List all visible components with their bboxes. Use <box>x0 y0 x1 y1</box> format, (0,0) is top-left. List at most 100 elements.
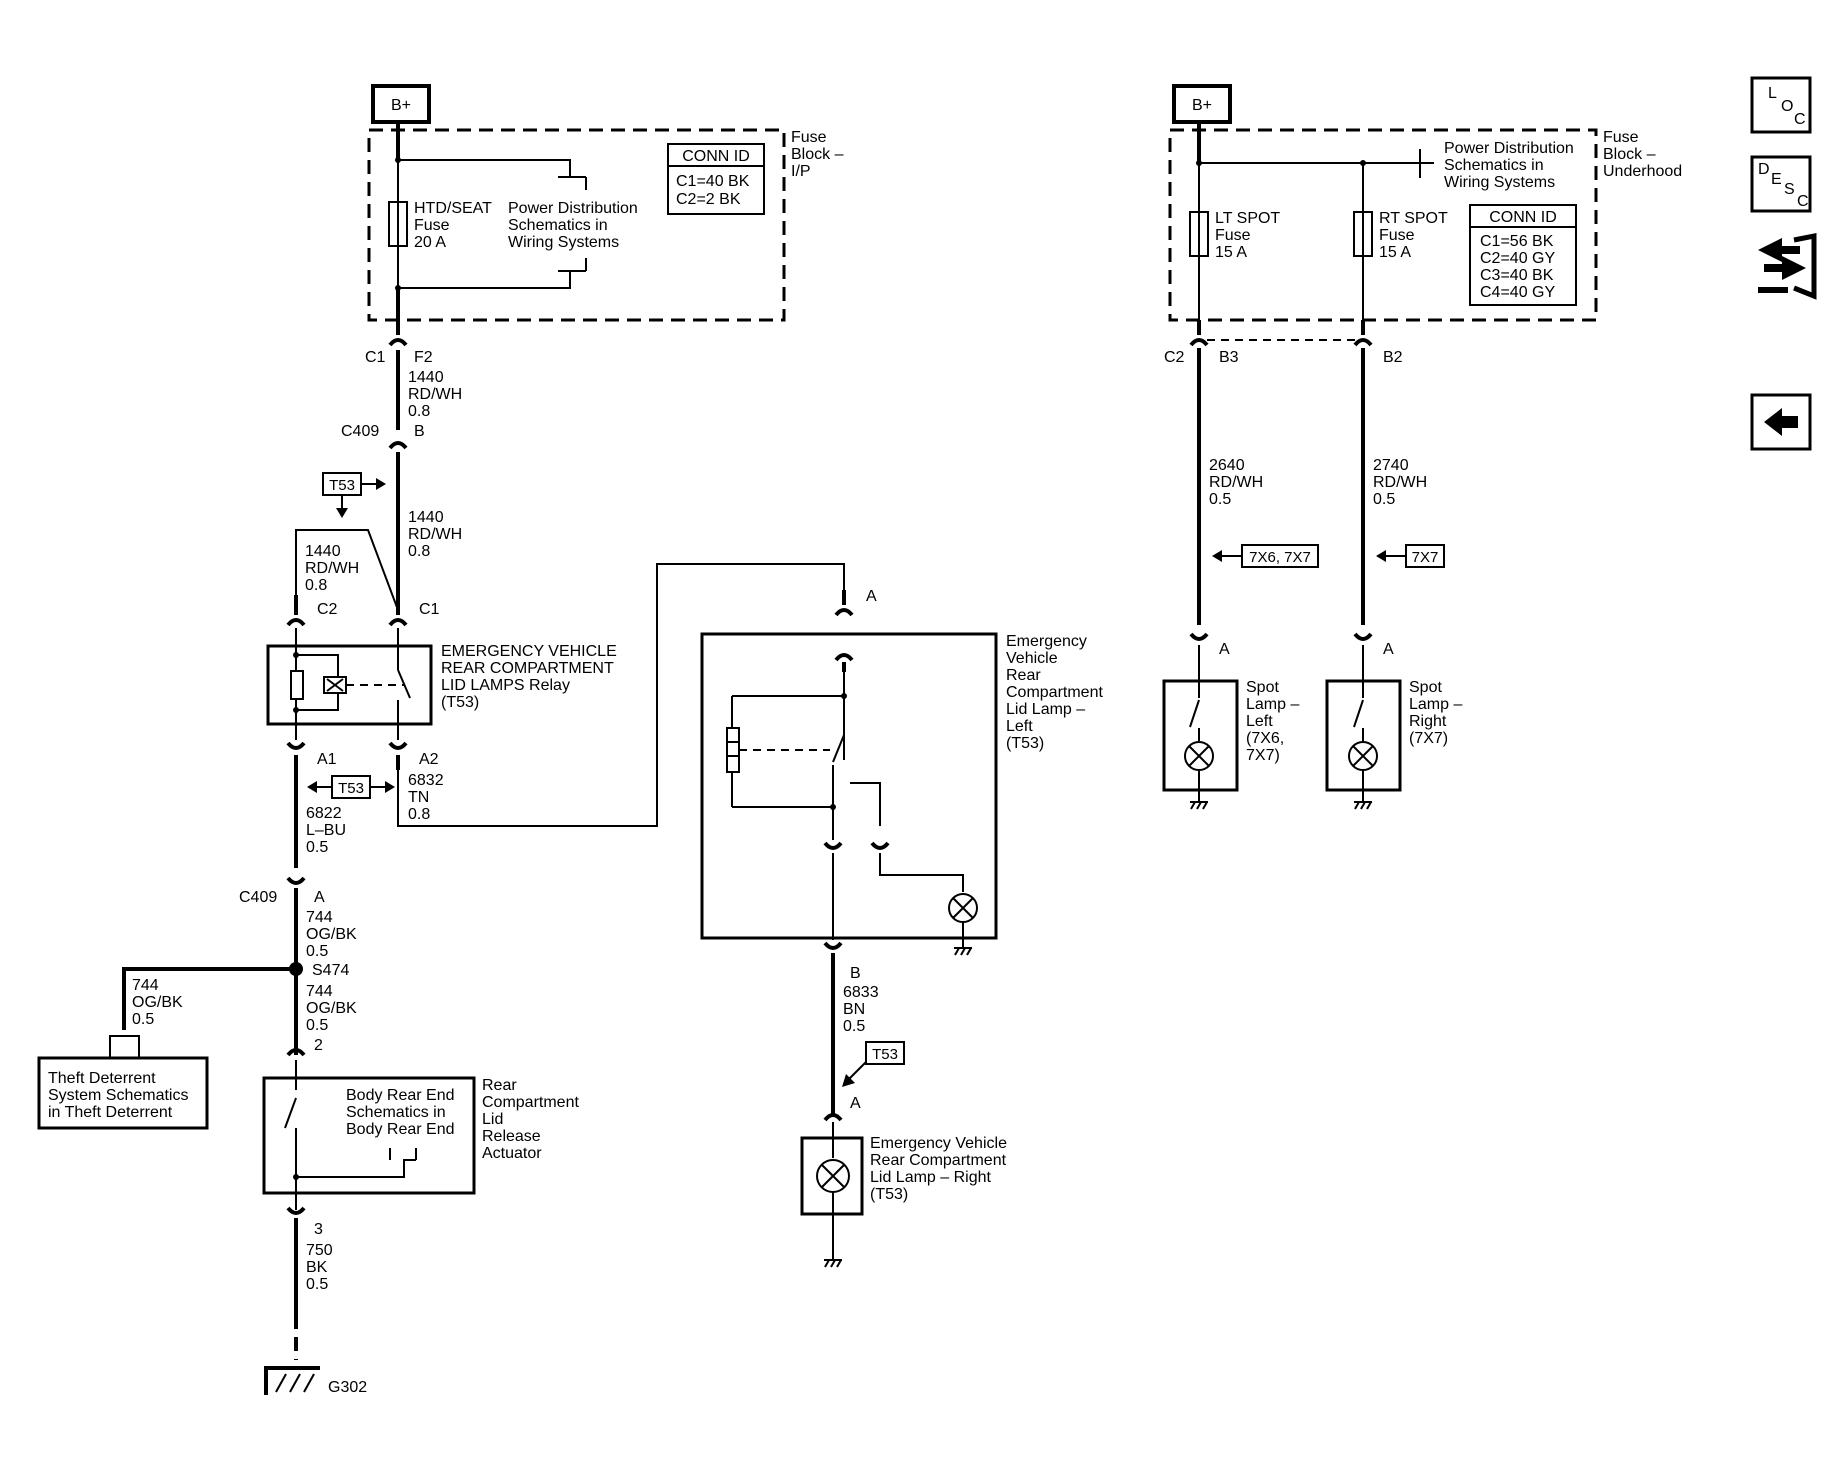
desc-button[interactable]: D E S C <box>1750 155 1812 213</box>
svg-text:BN: BN <box>843 1001 865 1018</box>
splice-s474-label: S474 <box>312 962 349 979</box>
option-7x6-7x7-tag[interactable]: 7X6, 7X7 <box>1212 544 1319 568</box>
conn-id-table-ip: CONN ID C1=40 BK C2=2 BK <box>667 143 765 215</box>
fuse-block-ip-label: Fuse Block – I/P <box>791 129 844 180</box>
svg-text:C: C <box>1794 111 1806 128</box>
svg-text:744: 744 <box>132 977 159 994</box>
emergency-lamp-left-label: Emergency Vehicle Rear Compartment Lid L… <box>1006 633 1103 752</box>
svg-text:CONN ID: CONN ID <box>1489 209 1557 226</box>
svg-text:20 A: 20 A <box>414 234 446 251</box>
connector-a: A <box>314 889 325 906</box>
svg-text:D: D <box>1758 161 1770 178</box>
svg-text:OG/BK: OG/BK <box>132 994 183 1011</box>
svg-text:2740: 2740 <box>1373 457 1409 474</box>
option-7x7-tag[interactable]: 7X7 <box>1376 544 1445 568</box>
svg-text:0.8: 0.8 <box>408 806 430 823</box>
svg-text:in Theft Deterrent: in Theft Deterrent <box>48 1104 173 1121</box>
wire-744-a: 744 OG/BK 0.5 <box>306 909 357 960</box>
connector-uh-b2: B2 <box>1383 349 1403 366</box>
option-t53-tag-2[interactable]: T53 <box>307 775 395 799</box>
theft-deterrent-ref[interactable]: Theft Deterrent System Schematics in The… <box>37 1056 209 1130</box>
connector-lamp-left-b: B <box>850 965 861 982</box>
svg-text:C: C <box>1797 193 1809 210</box>
fuse-block-underhood-label: Fuse Block – Underhood <box>1603 129 1682 180</box>
wire-744-c: 744 OG/BK 0.5 <box>132 977 183 1028</box>
svg-text:HTD/SEAT: HTD/SEAT <box>414 200 492 217</box>
svg-text:(T53): (T53) <box>441 694 479 711</box>
svg-text:1440: 1440 <box>305 543 341 560</box>
svg-text:Block –: Block – <box>791 146 844 163</box>
svg-text:Rear: Rear <box>1006 667 1041 684</box>
svg-text:TN: TN <box>408 789 429 806</box>
svg-text:L: L <box>1768 85 1777 102</box>
svg-text:0.5: 0.5 <box>843 1018 865 1035</box>
svg-text:Power Distribution: Power Distribution <box>508 200 638 217</box>
svg-text:C4=40 GY: C4=40 GY <box>1480 284 1555 301</box>
svg-text:EMERGENCY VEHICLE: EMERGENCY VEHICLE <box>441 643 617 660</box>
wire-1440-c: 1440 RD/WH 0.8 <box>305 543 359 594</box>
svg-text:Rear Compartment: Rear Compartment <box>870 1152 1007 1169</box>
connector-uh-b3: B3 <box>1219 349 1239 366</box>
svg-text:C3=40 BK: C3=40 BK <box>1480 267 1554 284</box>
svg-text:LT SPOT: LT SPOT <box>1215 210 1280 227</box>
svg-text:Wiring Systems: Wiring Systems <box>508 234 619 251</box>
svg-text:2640: 2640 <box>1209 457 1245 474</box>
svg-text:Fuse: Fuse <box>1603 129 1639 146</box>
connector-f2: F2 <box>414 349 433 366</box>
svg-text:Lid Lamp – Right: Lid Lamp – Right <box>870 1169 992 1186</box>
svg-text:I/P: I/P <box>791 163 811 180</box>
option-t53-tag-1[interactable]: T53 <box>322 472 386 518</box>
svg-text:(T53): (T53) <box>1006 735 1044 752</box>
svg-text:0.5: 0.5 <box>306 839 328 856</box>
svg-text:OG/BK: OG/BK <box>306 1000 357 1017</box>
relay-label: EMERGENCY VEHICLE REAR COMPARTMENT LID L… <box>441 643 617 711</box>
svg-text:Body Rear End: Body Rear End <box>346 1121 455 1138</box>
svg-text:C1=40 BK: C1=40 BK <box>676 173 750 190</box>
svg-text:RD/WH: RD/WH <box>1209 474 1263 491</box>
svg-text:Underhood: Underhood <box>1603 163 1682 180</box>
wire-6833: 6833 BN 0.5 <box>843 984 879 1035</box>
svg-text:0.8: 0.8 <box>408 403 430 420</box>
svg-text:Compartment: Compartment <box>482 1094 579 1111</box>
emergency-lamp-left-box <box>700 632 998 956</box>
svg-text:0.5: 0.5 <box>132 1011 154 1028</box>
svg-text:7X7: 7X7 <box>1412 549 1439 566</box>
svg-text:OG/BK: OG/BK <box>306 926 357 943</box>
loc-button[interactable]: L O C <box>1750 76 1812 134</box>
svg-text:RD/WH: RD/WH <box>305 560 359 577</box>
wire-2640: 2640 RD/WH 0.5 <box>1209 457 1263 508</box>
svg-text:0.8: 0.8 <box>305 577 327 594</box>
back-arrow-button[interactable] <box>1750 393 1812 451</box>
svg-text:0.5: 0.5 <box>1209 491 1231 508</box>
option-t53-tag-3[interactable]: T53 <box>842 1041 905 1087</box>
svg-text:Fuse: Fuse <box>1215 227 1251 244</box>
body-rear-end-ref[interactable]: Body Rear End Schematics in Body Rear En… <box>346 1087 455 1138</box>
connector-lamp-left-a: A <box>866 588 877 605</box>
connector-end-view-icon[interactable] <box>1758 232 1817 300</box>
connector-uh-c2: C2 <box>1164 349 1185 366</box>
power-distribution-ref-ip[interactable]: Power Distribution Schematics in Wiring … <box>508 200 638 251</box>
power-distribution-ref-underhood[interactable]: Power Distribution Schematics in Wiring … <box>1444 140 1574 191</box>
ground-g302-label: G302 <box>328 1379 367 1396</box>
svg-text:Emergency Vehicle: Emergency Vehicle <box>870 1135 1007 1152</box>
svg-text:Theft Deterrent: Theft Deterrent <box>48 1070 156 1087</box>
svg-text:6833: 6833 <box>843 984 879 1001</box>
release-actuator-box <box>262 1060 476 1210</box>
connector-c409-bot: C409 <box>239 889 277 906</box>
connector-spot-right-a: A <box>1383 641 1394 658</box>
svg-text:Compartment: Compartment <box>1006 684 1103 701</box>
connector-relay-c2: C2 <box>317 601 338 618</box>
rt-spot-fuse-label: RT SPOT Fuse 15 A <box>1379 210 1448 261</box>
svg-text:Lid: Lid <box>482 1111 503 1128</box>
svg-text:Left: Left <box>1246 713 1273 730</box>
emergency-lamp-right-box <box>800 1122 864 1268</box>
svg-text:1440: 1440 <box>408 509 444 526</box>
svg-text:Schematics in: Schematics in <box>346 1104 446 1121</box>
svg-text:Fuse: Fuse <box>1379 227 1415 244</box>
connector-relay-c1: C1 <box>419 601 440 618</box>
wire-750: 750 BK 0.5 <box>306 1242 333 1293</box>
lt-spot-fuse <box>1189 211 1209 257</box>
svg-text:LID LAMPS Relay: LID LAMPS Relay <box>441 677 570 694</box>
bplus-left: B+ <box>371 84 431 124</box>
